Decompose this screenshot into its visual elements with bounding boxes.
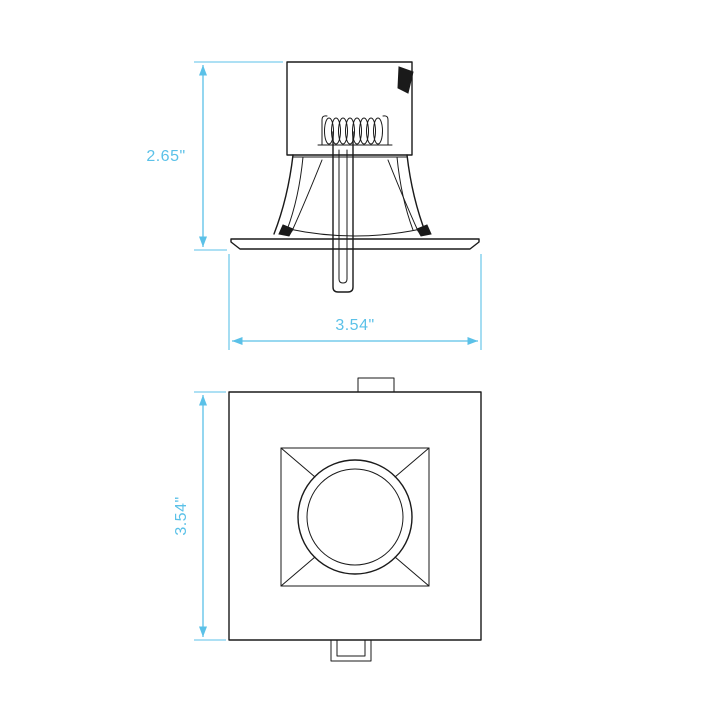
- corner-bevels: [280, 447, 430, 587]
- top-tab: [357, 377, 395, 393]
- trim-flange: [230, 238, 480, 250]
- front-view: [228, 377, 482, 662]
- housing-outline: [286, 61, 413, 156]
- mounting-clip: [332, 131, 354, 293]
- bottom-tab: [330, 639, 372, 662]
- dimension-width: 3.54": [228, 254, 482, 350]
- lens-circle-outer: [297, 459, 413, 575]
- dimension-front-height-label: 3.54": [173, 496, 190, 535]
- side-view: [230, 61, 480, 293]
- trim-inner-square: [280, 447, 430, 587]
- dimension-side-height: 2.65": [146, 61, 283, 251]
- dimension-front-height: 3.54": [173, 391, 226, 641]
- dimension-width-label: 3.54": [335, 317, 374, 334]
- spring-coil: [317, 115, 393, 146]
- reflector-body: [273, 154, 432, 237]
- lens-circle-inner: [306, 468, 404, 566]
- trim-outer-square: [228, 391, 482, 641]
- dimension-side-height-label: 2.65": [146, 148, 185, 165]
- housing-corner-bracket: [397, 66, 414, 94]
